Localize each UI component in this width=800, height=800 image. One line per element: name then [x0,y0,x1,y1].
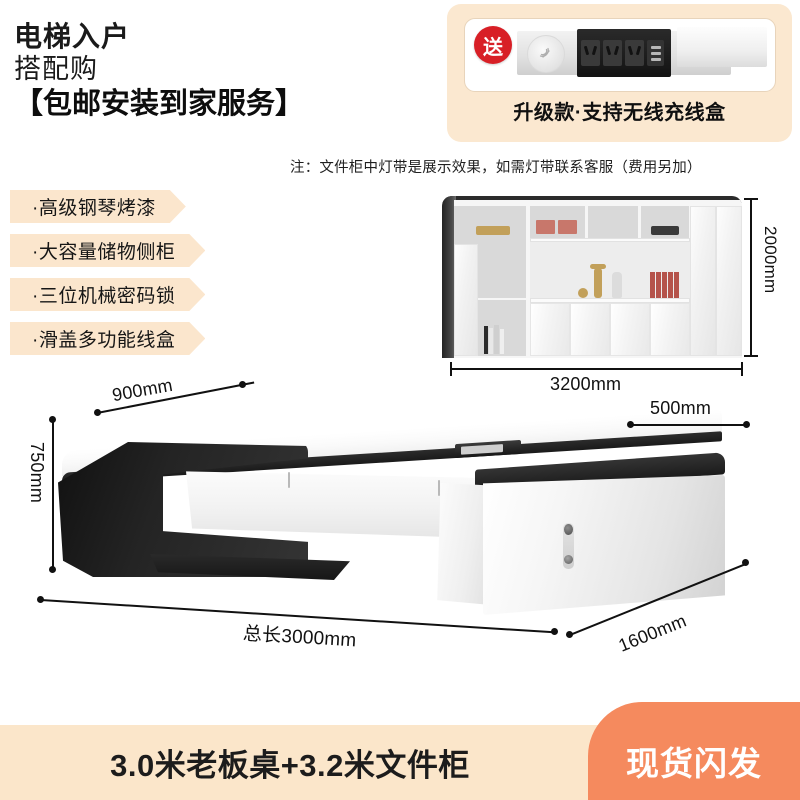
power-socket-icon [581,40,600,66]
cable-box-slot [461,444,503,455]
dim-cap [744,198,758,200]
file-folder [674,272,679,300]
executive-desk-illustration: 900mm 750mm 总长3000mm 500mm 1600mm [0,375,800,700]
usb-port-icon [647,40,664,66]
headline-line-3: 【包邮安装到家服务】 [14,88,305,121]
dim-dot [239,381,246,388]
flash-shipping-label: 现货闪发 [626,745,762,782]
book [500,329,504,354]
side-return-cabinet [435,452,725,615]
flash-shipping-badge: 现货闪发 [588,702,800,800]
file-folder [656,272,661,300]
headline-line-1: 电梯入户 [14,21,131,52]
cabinet-tall-door-2 [716,206,742,356]
dim-cap [450,362,452,376]
feature-tag-3: ·滑盖多功能线盒 [10,322,205,355]
feature-tag-2: ·三位机械密码锁 [10,278,205,311]
file-folder [662,272,667,300]
lock-plate [563,523,574,569]
strip-sliding-cover [677,27,767,67]
cabinet-cubby-upper [478,244,526,298]
return-side-panel [437,483,491,605]
dim-dot [49,566,56,573]
file-cabinet-illustration: 2000mm 3200mm [442,196,780,394]
cabinet-tall-door-1 [690,206,716,356]
decor-object [651,226,679,235]
promo-image-frame: 送 [464,18,776,92]
feature-tag-1: ·大容量储物侧柜 [10,234,205,267]
cabinet-width-label: 3200mm [550,374,622,394]
disclaimer-note: 注：文件柜中灯带是展示效果，如需灯带联系客服（费用另加） [290,160,702,176]
desk-depth-label: 900mm [110,374,175,406]
decor-bottle [612,272,622,298]
desk-height-label: 750mm [27,442,47,504]
return-length-label: 1600mm [615,610,690,656]
book [489,328,493,354]
promo-caption: 升级款·支持无线充线盒 [513,102,726,124]
gift-badge: 送 [474,26,512,64]
power-socket-icon [625,40,644,66]
feature-tag-list: ·高级钢琴烤漆 ·大容量储物侧柜 ·三位机械密码锁 ·滑盖多功能线盒 [10,190,205,366]
return-front-panel [483,475,725,615]
desk-height-dimline [52,419,54,570]
power-socket-icon [603,40,622,66]
cabinet-height-label: 2000mm [761,226,780,294]
return-depth-label: 500mm [650,398,712,418]
power-strip-illustration [517,25,767,85]
cabinet-carcass [454,200,742,358]
decor-vase [594,268,602,298]
file-folder [668,272,673,300]
cabinet-left-door [454,244,478,356]
wireless-charge-icon [527,35,565,73]
storage-box [558,220,577,234]
decor-ball [578,288,588,298]
cabinet-door [610,303,650,356]
feature-tag-0: ·高级钢琴烤漆 [10,190,186,223]
headline-block: 电梯入户 搭配购 【包邮安装到家服务】 [14,20,304,123]
cabinet-niche-2 [588,206,638,238]
dim-dot [551,628,558,635]
promo-card: 送 [447,4,792,142]
banner-title: 3.0米老板桌+3.2米文件柜 [110,748,470,783]
cabinet-shelf [530,238,690,242]
decor-figurine [476,226,510,235]
dim-cap [744,355,758,357]
dim-dot [49,416,56,423]
cabinet-height-dimline [750,198,752,356]
file-folder [650,272,655,300]
cabinet-width-dimline [450,368,742,370]
socket-panel [577,29,671,77]
decor-vase-top [590,264,606,269]
dim-cap [741,362,743,376]
book [484,326,488,354]
dim-dot [37,596,44,603]
dim-dot [566,631,573,638]
cabinet-left-side [442,196,456,358]
cabinet-door [570,303,610,356]
cabinet-top-trim [442,196,742,203]
dim-dot [627,421,634,428]
cabinet-door [530,303,570,356]
lock-knob-icon [564,555,573,564]
panel-bolt [438,480,440,496]
dim-dot [742,559,749,566]
cabinet-door [650,303,690,356]
book [494,325,499,354]
storage-box [536,220,555,234]
cabinet-mid-shelf [530,298,690,303]
lock-icon [564,524,573,535]
headline-line-2: 搭配购 [14,54,98,85]
panel-bolt [288,472,290,488]
cabinet-body [442,196,742,358]
dim-dot [743,421,750,428]
cable-box [455,439,521,459]
desk-length-label: 总长3000mm [242,623,357,652]
dim-dot [94,409,101,416]
return-depth-dimline [630,424,746,426]
